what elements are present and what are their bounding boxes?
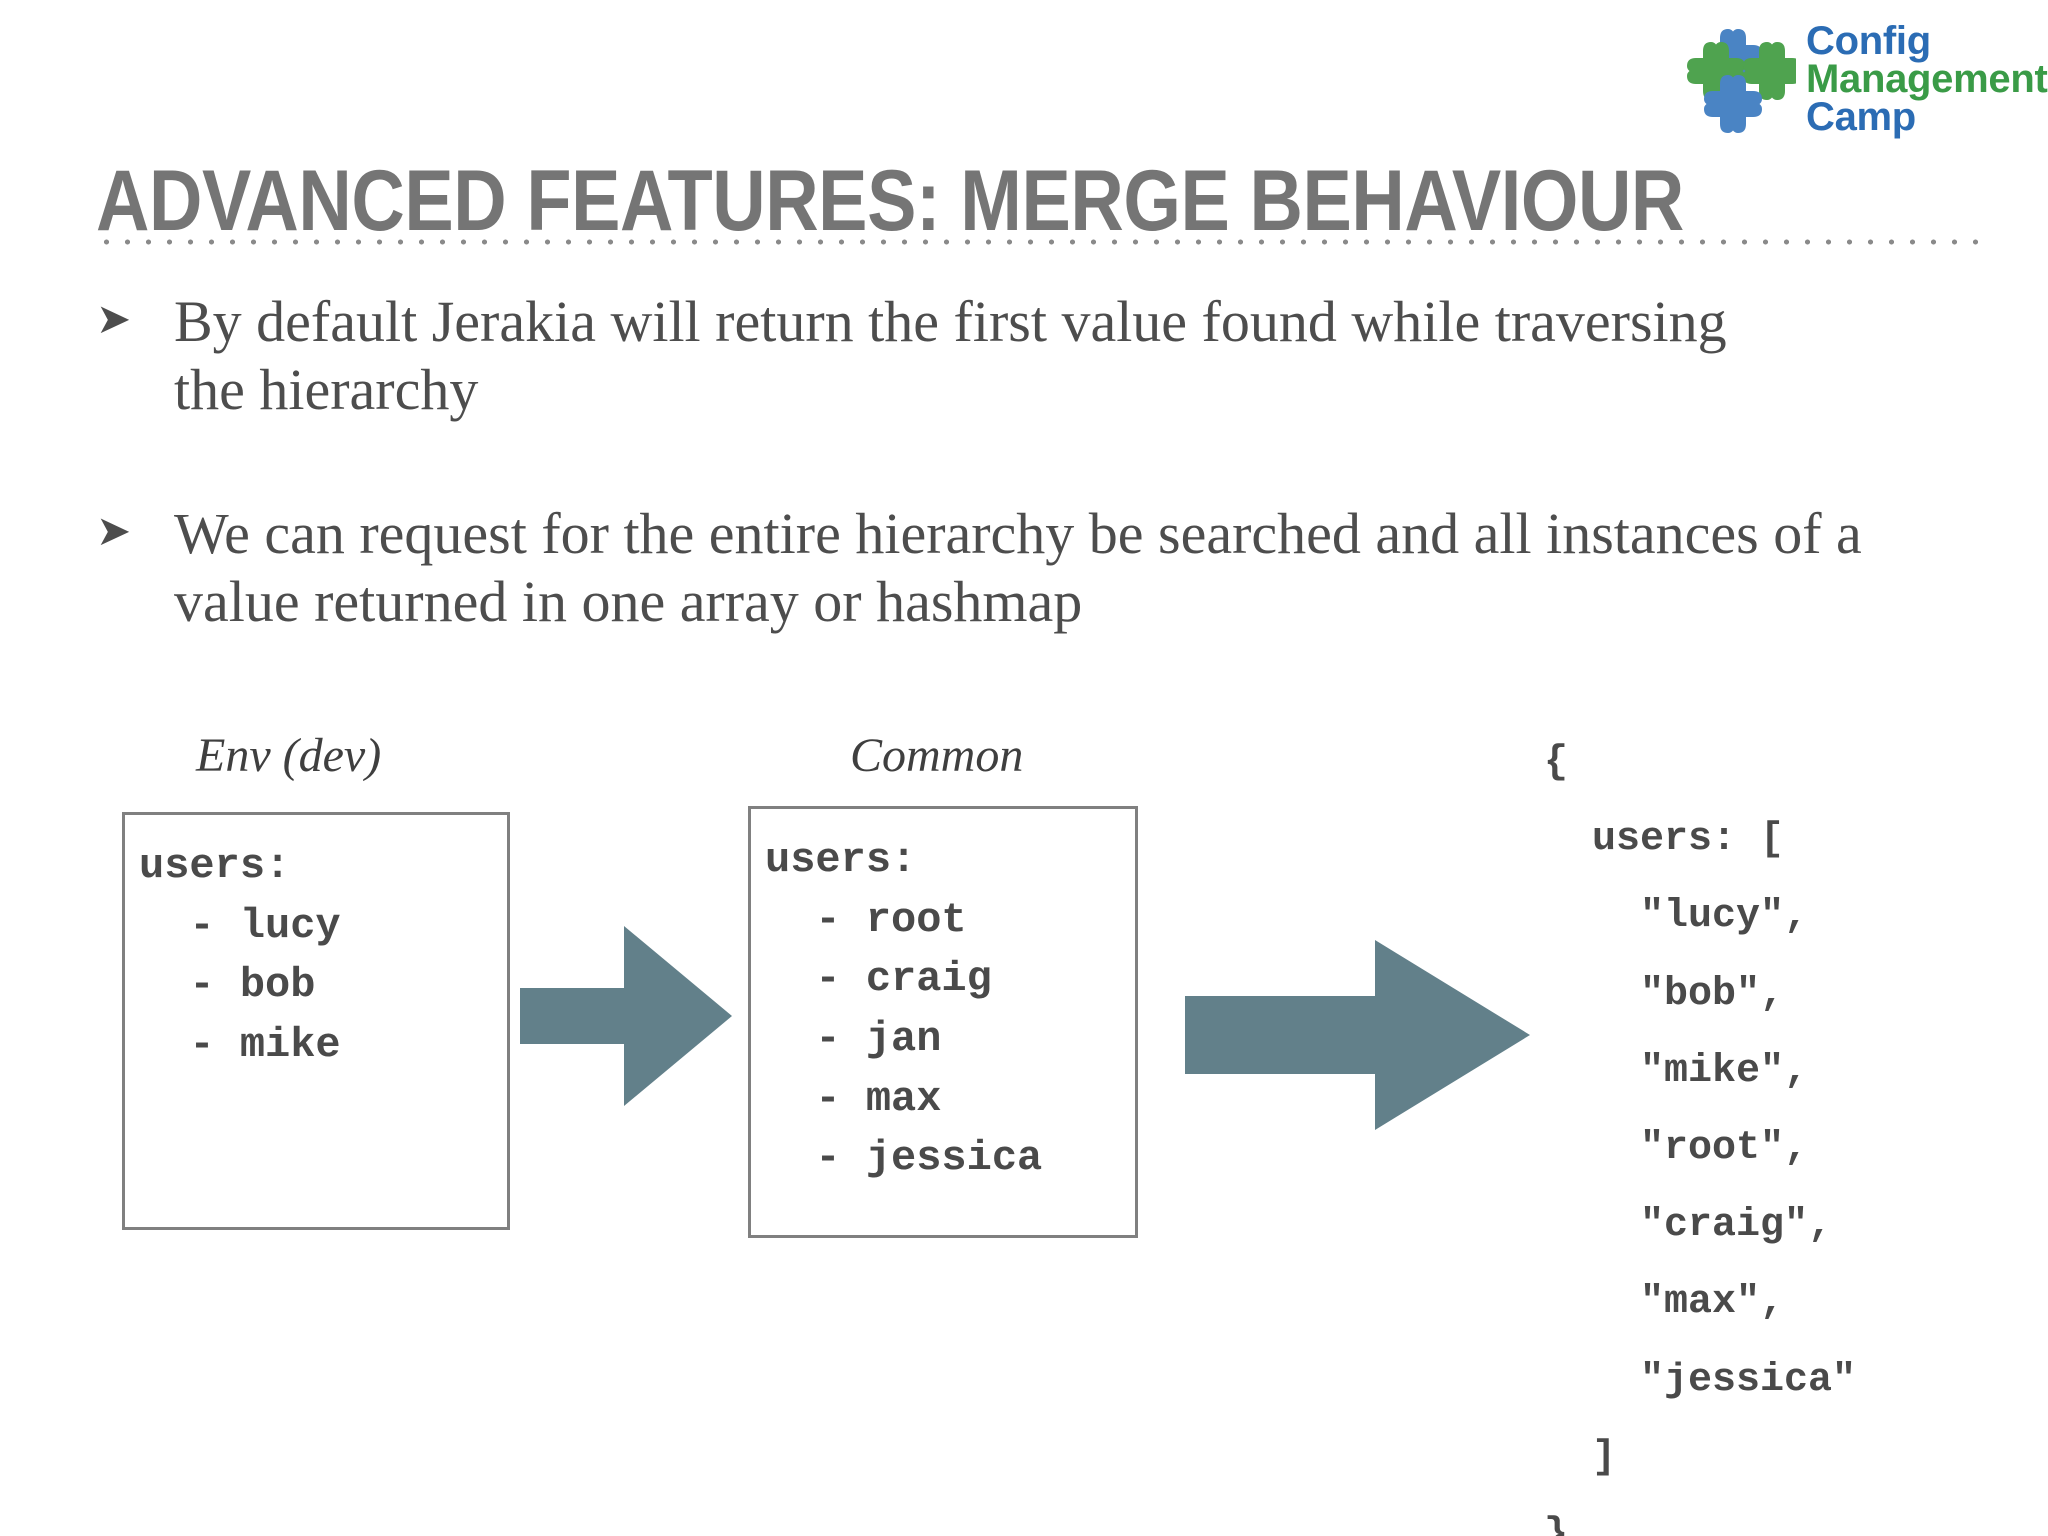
logo-line-config: Config bbox=[1806, 19, 1931, 63]
bullet-text: We can request for the entire hierarchy … bbox=[174, 501, 1862, 634]
bullet-text: By default Jerakia will return the first… bbox=[174, 289, 1727, 422]
source-box-env: users: - lucy - bob - mike bbox=[122, 812, 510, 1230]
title-divider bbox=[96, 238, 1984, 246]
source-code-common: users: - root - craig - jan - max - jess… bbox=[765, 836, 1043, 1183]
puzzle-pieces-icon bbox=[1687, 29, 1796, 133]
page-title: ADVANCED FEATURES: MERGE BEHAVIOUR bbox=[96, 152, 1684, 249]
source-code-env: users: - lucy - bob - mike bbox=[139, 842, 341, 1069]
bullet-item: ➤ By default Jerakia will return the fir… bbox=[96, 288, 1796, 424]
config-management-camp-logo: Config Management Camp bbox=[1676, 19, 2048, 152]
right-block-arrow-icon bbox=[520, 926, 732, 1106]
bullet-arrow-icon: ➤ bbox=[96, 294, 132, 343]
source-box-common: users: - root - craig - jan - max - jess… bbox=[748, 806, 1138, 1238]
logo-line-management: Management bbox=[1806, 57, 2048, 101]
right-block-arrow-icon bbox=[1185, 940, 1530, 1130]
merged-output-code: { users: [ "lucy", "bob", "mike", "root"… bbox=[1544, 740, 1857, 1536]
source-label-common: Common bbox=[850, 729, 1024, 782]
logo-line-camp: Camp bbox=[1806, 95, 1916, 139]
bullet-item: ➤ We can request for the entire hierarch… bbox=[96, 500, 1916, 636]
bullet-arrow-icon: ➤ bbox=[96, 506, 132, 555]
logo-wordmark: Config Management Camp bbox=[1806, 19, 2048, 139]
source-label-env: Env (dev) bbox=[196, 729, 382, 782]
